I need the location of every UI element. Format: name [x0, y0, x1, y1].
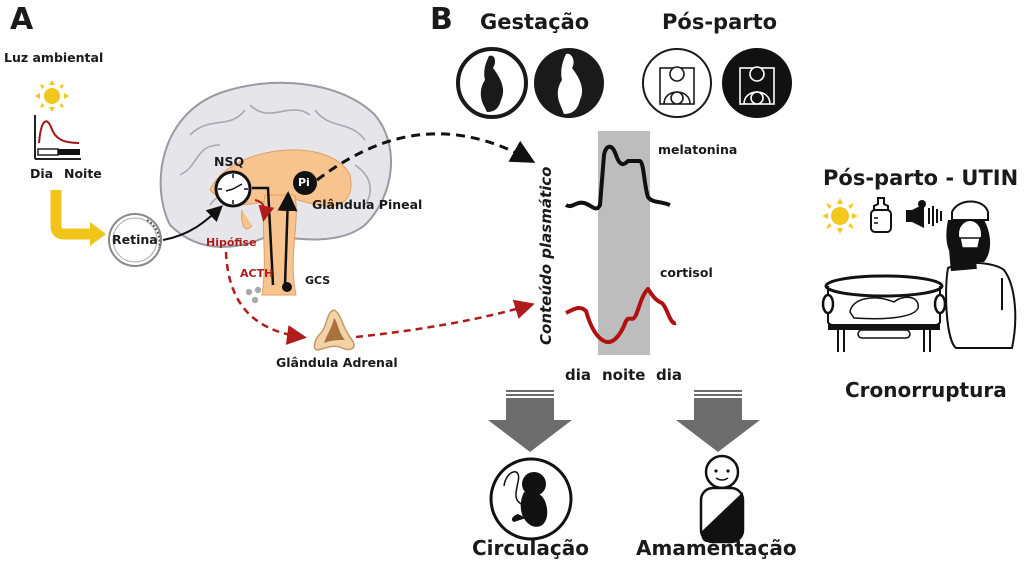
panel-b-letter: B	[430, 2, 453, 37]
acth-label: ACTH	[240, 267, 274, 280]
gestation-label: Gestação	[480, 10, 590, 34]
pregnant-woman-icon-light	[456, 47, 528, 119]
swaddled-baby-icon	[699, 454, 745, 544]
gcs-label: GCS	[305, 274, 331, 287]
nicu-title: Pós-parto - UTIN	[823, 166, 1019, 190]
cortisol-label: cortisol	[660, 265, 713, 280]
adrenal-gland-label: Glândula Adrenal	[276, 355, 398, 370]
gcs-to-pineal-path	[277, 191, 298, 286]
retina-label: Retina	[112, 232, 158, 247]
x-label-day-1: dia	[565, 366, 592, 384]
light-curve-icon	[34, 115, 81, 160]
mother-baby-icon-dark	[722, 48, 792, 118]
fetus-icon	[489, 457, 573, 541]
outcome-circulation-label: Circulação	[472, 536, 589, 560]
night-label: Noite	[64, 166, 102, 181]
hormone-profile-chart	[564, 131, 677, 355]
light-to-retina-arrow	[50, 190, 106, 246]
nsq-label: NSQ	[214, 154, 245, 169]
panel-a-letter: A	[10, 2, 34, 37]
gcs-node	[282, 282, 292, 292]
baby-bottle-icon	[870, 197, 892, 233]
x-label-night: noite	[602, 366, 646, 384]
outcome-breastfeeding-label: Amamentação	[636, 536, 797, 560]
chronodisruption-caption: Cronorruptura	[845, 378, 1007, 402]
pineal-gland-label: Glândula Pineal	[312, 197, 423, 212]
ambient-light-label: Luz ambiental	[4, 50, 104, 65]
day-label: Dia	[30, 166, 54, 181]
pineal-marker	[293, 171, 317, 195]
block-arrow-left	[488, 390, 572, 452]
y-axis-label: Conteúdo plasmático	[537, 166, 555, 345]
retina-icon	[108, 213, 162, 267]
hypophysis-to-adrenal-arrow	[224, 251, 307, 345]
nicu-incubator-nurse-illustration	[821, 200, 1017, 352]
speaker-noise-icon	[906, 200, 942, 228]
pineal-abbrev: Pi	[298, 176, 310, 189]
sun-icon	[822, 198, 858, 234]
melatonin-curve	[564, 144, 671, 211]
adrenal-to-cortisol-arrow	[355, 299, 535, 339]
pineal-to-melatonin-arrow	[316, 132, 536, 182]
nsq-to-gcs-path	[252, 186, 275, 286]
mother-baby-icon-light	[642, 48, 712, 118]
clock-icon	[214, 170, 252, 208]
melatonin-label: melatonina	[658, 142, 738, 157]
retina-to-nsq-arrow	[162, 205, 223, 241]
nsq-to-hypophysis-arrow	[254, 199, 275, 222]
x-label-day-2: dia	[656, 366, 683, 384]
sun-icon	[35, 80, 69, 112]
block-arrow-right	[676, 390, 760, 452]
pregnant-woman-icon-dark	[534, 48, 604, 118]
adrenal-gland-icon	[313, 309, 355, 351]
hypophysis-label: Hipófise	[206, 236, 257, 249]
cortisol-curve	[565, 287, 677, 344]
postpartum-label: Pós-parto	[662, 10, 778, 34]
